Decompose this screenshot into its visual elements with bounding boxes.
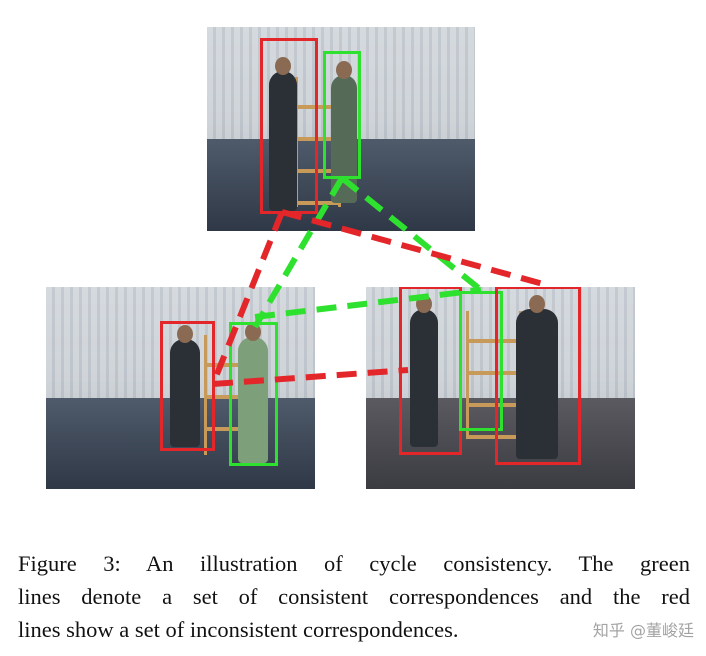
photo-bottom-left: [46, 287, 315, 489]
person: [331, 61, 357, 203]
watermark: 知乎 @董峻廷: [592, 621, 694, 640]
green-correspondence-line: [254, 287, 482, 320]
red-bounding-box: [495, 287, 581, 465]
red-correspondence-line: [281, 209, 544, 287]
figure-caption: Figure 3: An illustration of cycle consi…: [18, 547, 690, 646]
caption-line: lines show a set of inconsistent corresp…: [18, 617, 459, 642]
green-correspondence-line: [252, 176, 345, 329]
person: [516, 295, 558, 459]
caption-line: Figure 3: An illustration of cycle consi…: [18, 551, 690, 576]
caption-line: lines denote a set of consistent corresp…: [18, 584, 690, 609]
green-bounding-box: [323, 51, 361, 179]
person: [410, 295, 438, 447]
person: [269, 57, 297, 211]
wooden-shelf: [466, 311, 522, 439]
red-correspondence-line: [212, 367, 409, 387]
green-correspondence-line: [340, 175, 483, 293]
green-bounding-box: [229, 322, 278, 466]
photo-bottom-right: [366, 287, 635, 489]
person: [170, 325, 200, 447]
